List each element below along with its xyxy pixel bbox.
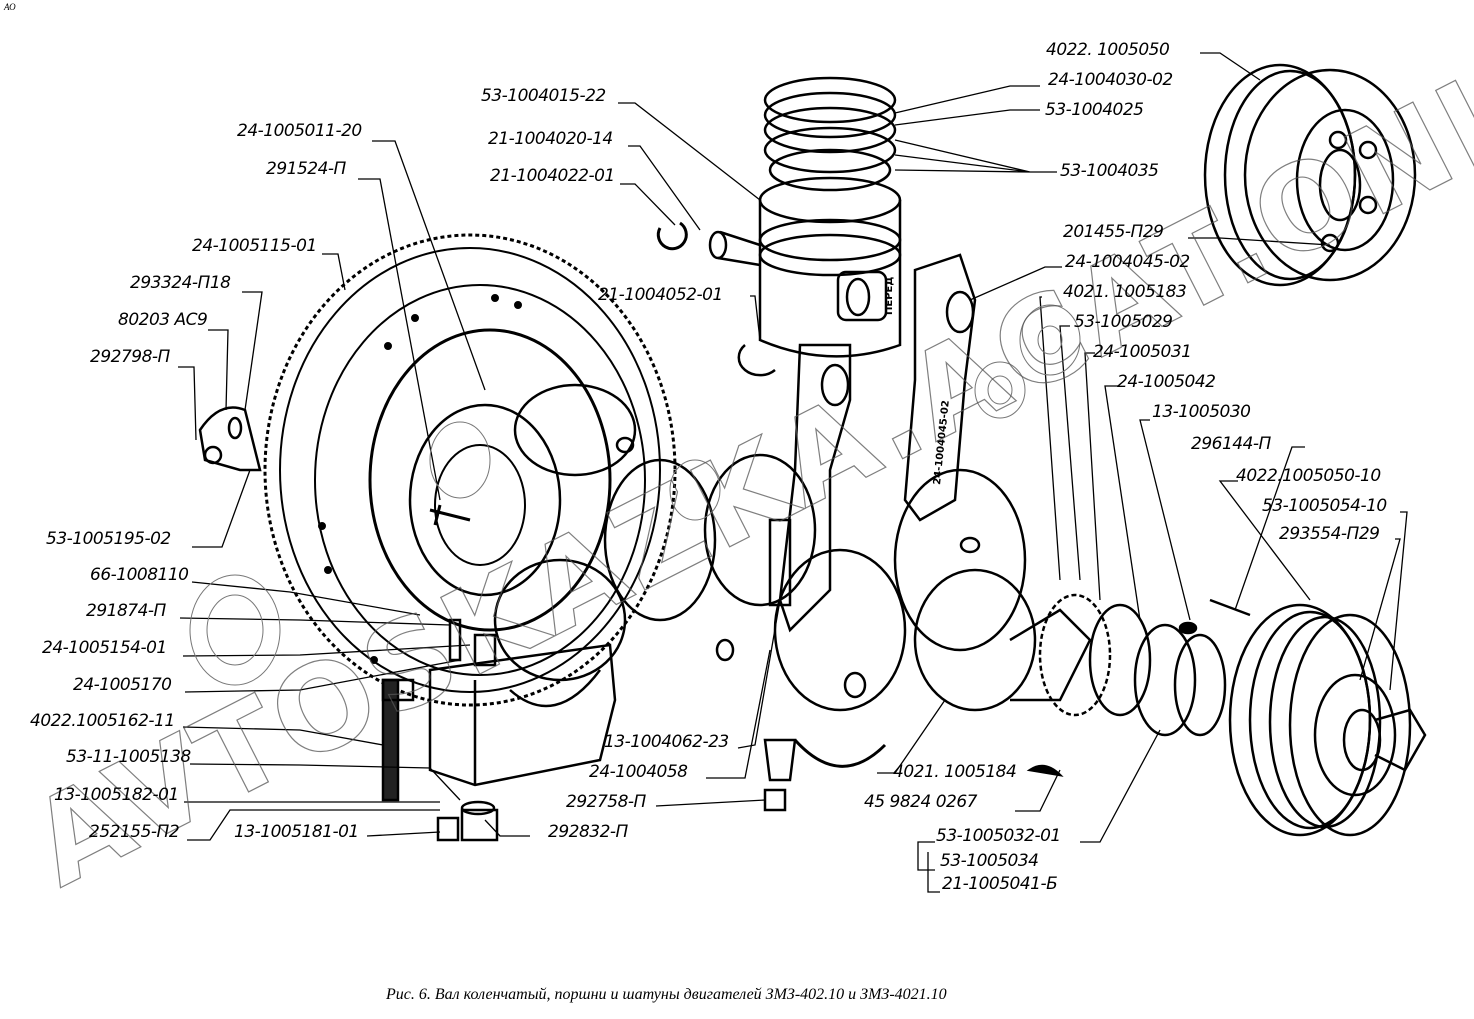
part-label: 24-1005154-01 [42,638,167,658]
part-label: 4022.1005050-10 [1236,466,1381,486]
part-label: 24-1004045-02 [1065,252,1190,272]
part-label: 24-1005170 [73,675,172,695]
part-label: 293554-П29 [1279,524,1380,544]
part-label: 53-1004025 [1045,100,1144,120]
part-label: 4021. 1005183 [1063,282,1187,302]
part-label: 53-11-1005138 [66,747,191,767]
pulley-top [1203,63,1417,287]
part-label: 24-1005031 [1093,342,1192,362]
part-label: 291524-П [266,159,346,179]
part-label: 291874-П [86,601,166,621]
crank-gear [1026,593,1251,777]
main-bearing-cap [381,618,617,842]
part-label: 296144-П [1191,434,1271,454]
part-label: 66-1008110 [90,565,189,585]
part-label: 21-1004022-01 [490,166,615,186]
piston-mark: ПЕРЕД [884,277,895,315]
corner-mark: АО [4,2,16,12]
part-label: 21-1004020-14 [488,129,613,149]
flywheel [263,233,677,707]
part-label: 13-1005030 [1152,402,1251,422]
piston-assembly [656,76,902,377]
part-label: 53-1004035 [1060,161,1159,181]
watermark-rings [189,304,1081,686]
part-label: 24-1005042 [1117,372,1216,392]
crank-pulley [1228,603,1427,837]
part-label: 13-1004062-23 [604,732,729,752]
part-label: 53-1005032-01 [936,826,1061,846]
part-label: 292758-П [566,792,646,812]
part-label: 53-1004015-22 [481,86,606,106]
part-label: 24-1005115-01 [192,236,317,256]
part-label: 13-1005181-01 [234,822,359,842]
part-label: 24-1004030-02 [1048,70,1173,90]
part-label: 45 9824 0267 [864,792,977,812]
part-label: 201455-П29 [1063,222,1164,242]
part-label: 53-1005054-10 [1262,496,1387,516]
part-label: 53-1005034 [940,851,1039,871]
part-label: 80203 АС9 [118,310,208,330]
part-label: 21-1005041-Б [942,874,1058,894]
part-label: 4022. 1005050 [1046,40,1170,60]
part-label: 292832-П [548,822,628,842]
part-label: 4022.1005162-11 [30,711,175,731]
part-label: 292798-П [90,347,170,367]
part-label: 53-1005195-02 [46,529,171,549]
figure-caption: Рис. 6. Вал коленчатый, поршни и шатуны … [386,986,947,1003]
connecting-rods [763,253,977,812]
part-label: 53-1005029 [1074,312,1173,332]
lock-plate [198,406,262,472]
part-label: 24-1004058 [589,762,688,782]
part-label: 24-1005011-20 [237,121,362,141]
part-label: 4021. 1005184 [893,762,1017,782]
part-label: 21-1004052-01 [598,285,723,305]
part-label: 293324-П18 [130,273,231,293]
leader-lines [178,52,1408,893]
part-label: 252155-П2 [89,822,180,842]
part-label: 13-1005182-01 [54,785,179,805]
